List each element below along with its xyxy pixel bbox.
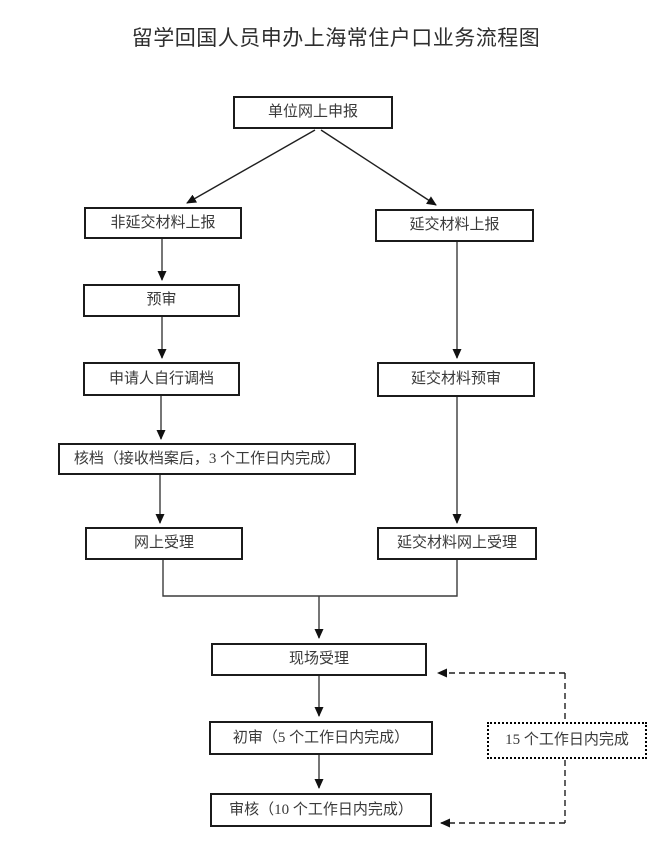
node-deferred-materials-pre-review: 延交材料预审 [377, 362, 535, 397]
node-applicant-self-file-transfer: 申请人自行调档 [83, 362, 240, 396]
node-pre-review: 预审 [83, 284, 240, 317]
node-final-review: 审核（10 个工作日内完成） [210, 793, 432, 827]
arrow-declare-to-non-deferred [186, 129, 316, 204]
node-online-acceptance: 网上受理 [85, 527, 243, 560]
node-deferred-materials-submission: 延交材料上报 [375, 209, 534, 242]
node-onsite-acceptance: 现场受理 [211, 643, 427, 676]
node-unit-online-declaration: 单位网上申报 [233, 96, 393, 129]
arrow-declare-to-deferred [320, 129, 437, 206]
node-file-verification: 核档（接收档案后，3 个工作日内完成） [58, 443, 356, 475]
node-initial-review: 初审（5 个工作日内完成） [209, 721, 433, 755]
node-deadline-note: 15 个工作日内完成 [487, 722, 647, 759]
node-deferred-materials-online-acceptance: 延交材料网上受理 [377, 527, 537, 560]
node-non-deferred-materials-submission: 非延交材料上报 [84, 207, 242, 239]
merge-connector [162, 560, 458, 597]
page-title: 留学回国人员申办上海常住户口业务流程图 [131, 26, 541, 50]
